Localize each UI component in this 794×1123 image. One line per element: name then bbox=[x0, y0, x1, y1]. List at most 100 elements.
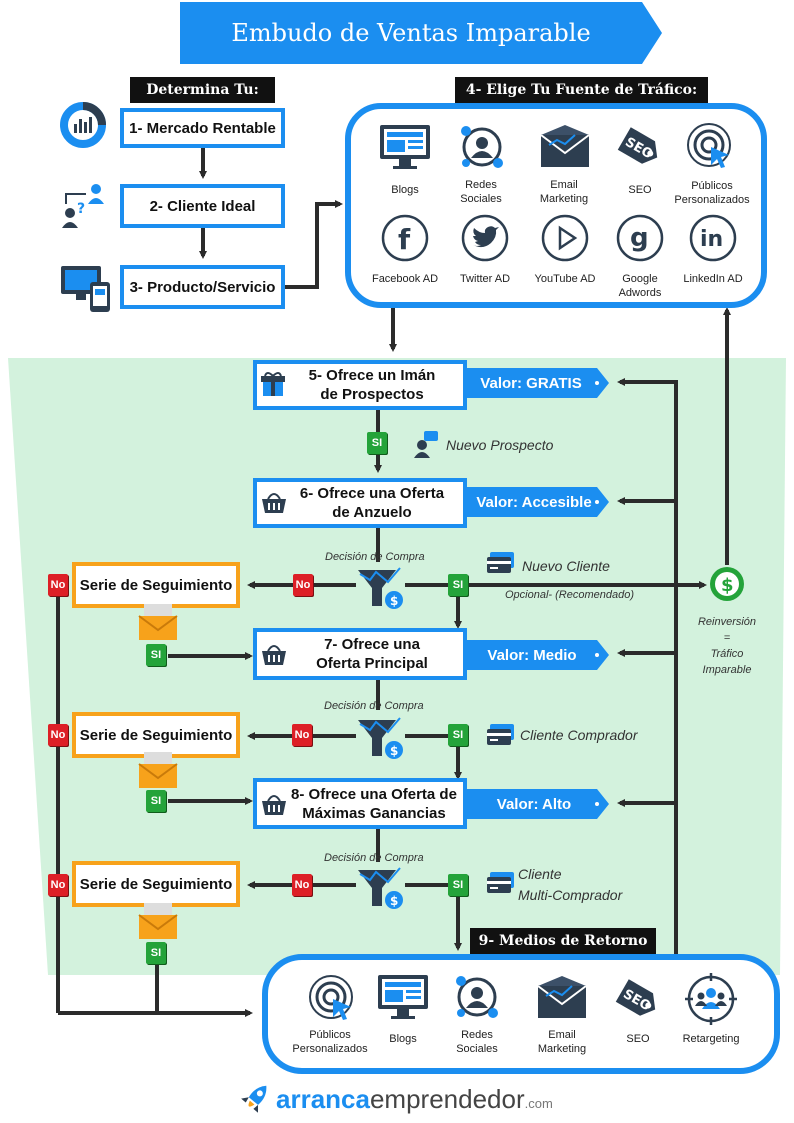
cliente-comprador: Cliente Comprador bbox=[520, 727, 638, 743]
no-badge: No bbox=[48, 724, 68, 746]
blog-icon bbox=[378, 120, 432, 174]
svg-text:g: g bbox=[630, 223, 649, 253]
svg-text:$: $ bbox=[721, 575, 734, 596]
decision-label: Decisión de Compra bbox=[324, 700, 424, 712]
reinversion-label: Reinversión = Tráfico Imparable bbox=[690, 614, 764, 678]
value-medio: Valor: Medio bbox=[487, 646, 577, 664]
svg-text:$: $ bbox=[390, 594, 398, 608]
google-icon: g bbox=[615, 213, 665, 263]
retorno-label-1: Blogs bbox=[389, 1033, 417, 1045]
step-8-box: 8- Ofrece una Oferta de Máximas Ganancia… bbox=[253, 778, 467, 829]
email-icon bbox=[538, 122, 592, 172]
traffic-label-0: Blogs bbox=[391, 184, 419, 196]
decision-funnel-icon: $ bbox=[354, 566, 408, 612]
chart-icon bbox=[58, 100, 108, 150]
target-icon bbox=[684, 120, 738, 174]
no-badge: No bbox=[292, 724, 312, 746]
email-follow-icon bbox=[138, 604, 178, 640]
value-alto: Valor: Alto bbox=[496, 795, 572, 813]
retorno-label-5: Retargeting bbox=[682, 1033, 740, 1045]
facebook-icon: f bbox=[380, 213, 430, 263]
title-banner bbox=[180, 2, 662, 64]
seo-icon: SEO bbox=[612, 120, 666, 174]
cliente-multi: Cliente Multi-Comprador bbox=[518, 864, 622, 906]
traffic-label-9: LinkedIn AD bbox=[683, 273, 743, 285]
email-follow-icon bbox=[138, 903, 178, 939]
determina-header: Determina Tu: bbox=[130, 77, 275, 103]
traffic-label-6: Twitter AD bbox=[459, 273, 511, 285]
svg-text:f: f bbox=[398, 223, 411, 256]
basket-icon bbox=[260, 488, 288, 516]
si-badge: SI bbox=[146, 790, 166, 812]
step-1-box: 1- Mercado Rentable bbox=[120, 108, 285, 148]
traffic-label-1: Redes Sociales bbox=[460, 179, 502, 205]
email-follow-icon bbox=[138, 752, 178, 788]
value-tag-bg bbox=[467, 487, 609, 517]
reinversion-line: Imparable bbox=[702, 664, 752, 676]
no-badge: No bbox=[292, 874, 312, 896]
traffic-header: 4- Elige Tu Fuente de Tráfico: bbox=[455, 77, 708, 103]
si-badge: SI bbox=[448, 874, 468, 896]
credit-card-icon bbox=[486, 872, 516, 894]
no-badge: No bbox=[48, 874, 68, 896]
no-badge: No bbox=[48, 574, 68, 596]
brand-logo: arrancaemprendedor.com bbox=[276, 1084, 553, 1119]
youtube-icon bbox=[540, 213, 590, 263]
twitter-icon bbox=[460, 213, 510, 263]
dollar-icon: $ bbox=[708, 565, 746, 603]
nuevo-cliente: Nuevo Cliente bbox=[522, 558, 610, 574]
target-icon bbox=[306, 972, 360, 1026]
si-badge: SI bbox=[146, 644, 166, 666]
step-7-box: 7- Ofrece una Oferta Principal bbox=[253, 628, 467, 680]
retorno-label-0: Públicos Personalizados bbox=[292, 1029, 368, 1055]
traffic-label-2: Email Marketing bbox=[539, 179, 589, 205]
traffic-label-8: Google Adwords bbox=[618, 273, 662, 299]
decision-funnel-icon: $ bbox=[354, 716, 408, 762]
decision-label: Decisión de Compra bbox=[324, 852, 424, 864]
email-icon bbox=[535, 974, 589, 1022]
basket-icon bbox=[260, 790, 288, 818]
step-5-box: 5- Ofrece un Imán de Prospectos bbox=[253, 360, 467, 410]
social-icon bbox=[450, 972, 504, 1022]
traffic-label-3: SEO bbox=[628, 184, 652, 196]
no-badge: No bbox=[293, 574, 313, 596]
step-7-label: 7- Ofrece una Oferta Principal bbox=[316, 636, 428, 672]
seguimiento-box: Serie de Seguimiento bbox=[72, 861, 240, 907]
cliente-multi-line1: Cliente bbox=[518, 866, 562, 882]
linkedin-icon: in bbox=[688, 213, 738, 263]
social-icon bbox=[455, 122, 509, 172]
reinversion-line: Reinversión bbox=[697, 616, 757, 628]
traffic-label-5: Facebook AD bbox=[371, 273, 439, 285]
prospect-icon bbox=[412, 430, 440, 458]
decision-label: Decisión de Compra bbox=[325, 551, 425, 563]
retorno-label-3: Email Marketing bbox=[537, 1029, 587, 1055]
traffic-label-4: Públicos Personalizados bbox=[674, 180, 750, 206]
step-6-label: 6- Ofrece una Oferta de Anzuelo bbox=[299, 485, 445, 521]
opcional-label: Opcional- (Recomendado) bbox=[505, 589, 635, 601]
svg-text:$: $ bbox=[390, 894, 398, 908]
si-badge: SI bbox=[146, 942, 166, 964]
retorno-header: 9- Medios de Retorno bbox=[470, 928, 656, 954]
basket-icon bbox=[260, 640, 288, 668]
step-8-label: 8- Ofrece una Oferta de Máximas Ganancia… bbox=[291, 785, 457, 822]
value-tag-bg bbox=[467, 368, 609, 398]
svg-text:?: ? bbox=[77, 201, 85, 217]
svg-text:$: $ bbox=[390, 744, 398, 758]
ideal-client-icon: ? bbox=[58, 180, 108, 232]
brand-part2: emprendedor bbox=[369, 1084, 525, 1114]
rocket-icon bbox=[238, 1080, 274, 1116]
value-gratis: Valor: GRATIS bbox=[480, 374, 582, 392]
gift-icon bbox=[260, 370, 286, 398]
retorno-label-4: SEO bbox=[626, 1033, 650, 1045]
reinversion-line: Tráfico bbox=[710, 648, 744, 660]
seguimiento-box: Serie de Seguimiento bbox=[72, 562, 240, 608]
credit-card-icon bbox=[486, 552, 516, 574]
page-title: Embudo de Ventas Imparable bbox=[231, 19, 591, 47]
svg-text:in: in bbox=[700, 227, 723, 252]
si-badge: SI bbox=[367, 432, 387, 454]
retargeting-icon bbox=[684, 972, 738, 1026]
brand-part3: .com bbox=[524, 1096, 553, 1111]
value-tag-bg bbox=[467, 640, 609, 670]
step-2-box: 2- Cliente Ideal bbox=[120, 184, 285, 228]
